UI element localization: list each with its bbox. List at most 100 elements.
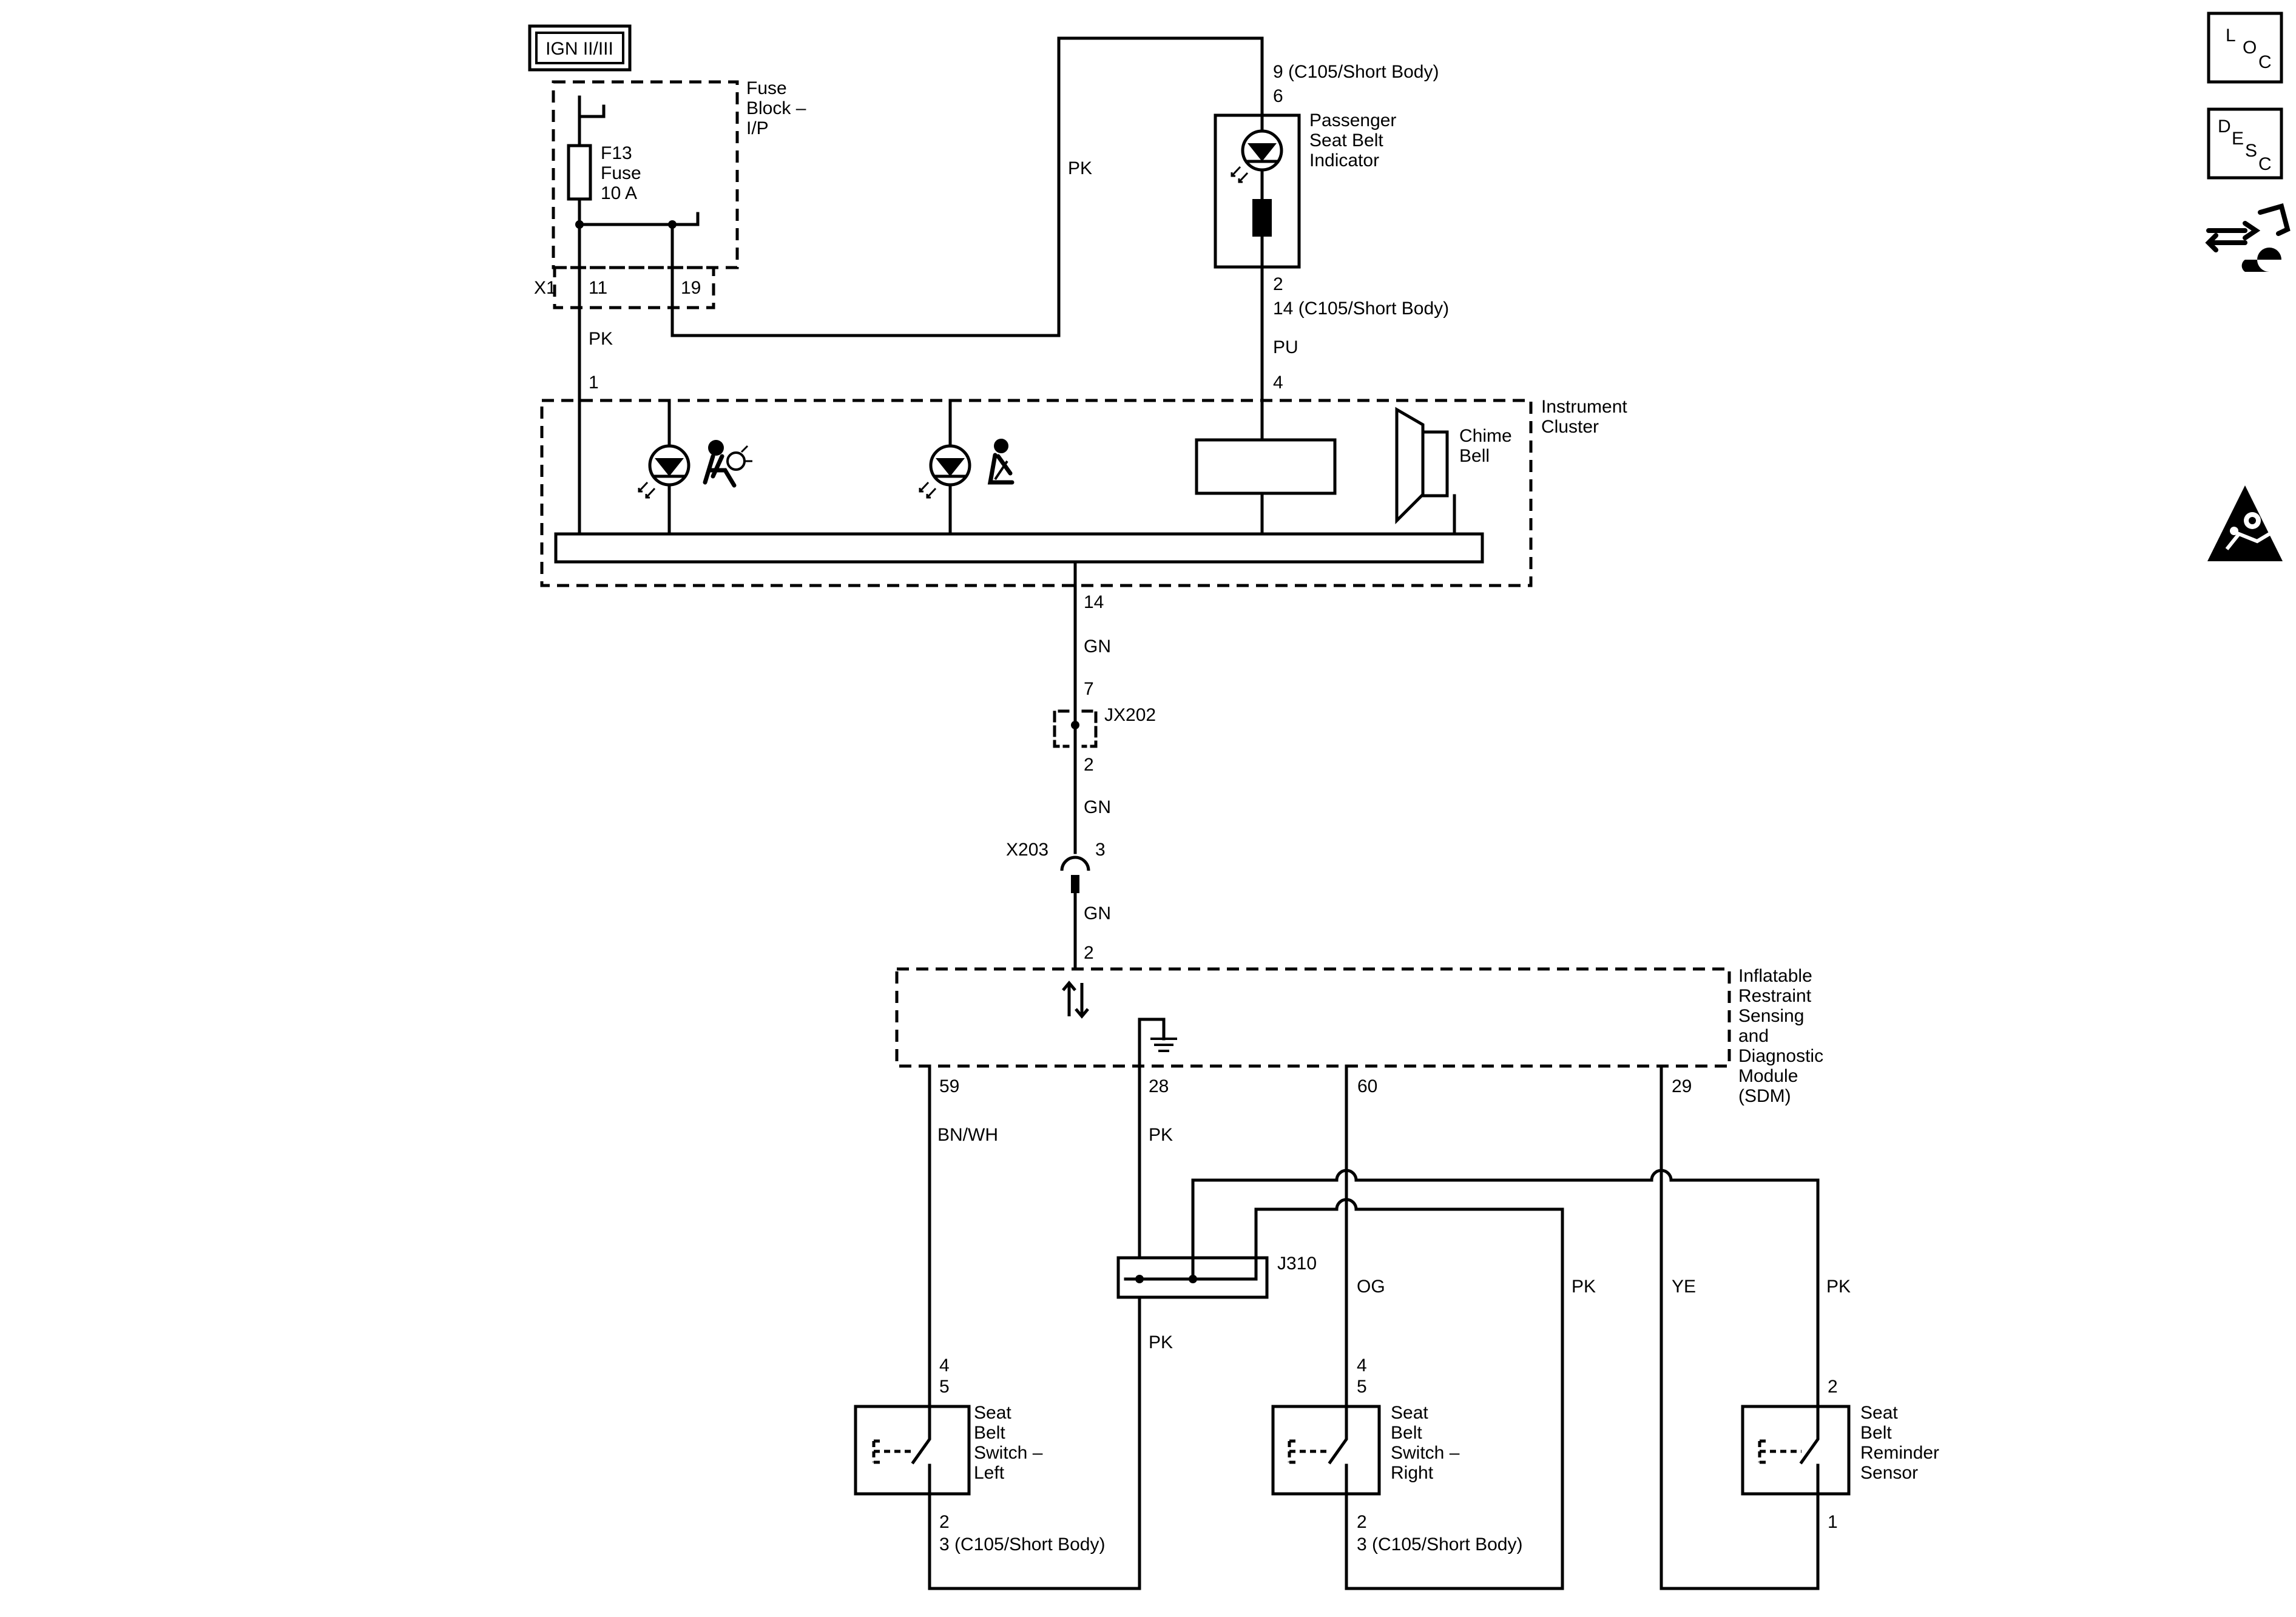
cluster-driver-module xyxy=(1195,438,1337,495)
right-switch-bottom-pin-2: 3 (C105/Short Body) xyxy=(1357,1534,1522,1555)
wire-pk-j310-to-right-switch[interactable] xyxy=(1254,1198,1564,1590)
jx202-label: JX202 xyxy=(1104,705,1156,725)
svg-text:D: D xyxy=(2218,116,2231,137)
fuse-block-connector-outline xyxy=(553,266,715,309)
chime-label-1: Chime xyxy=(1459,426,1512,446)
connector-x203[interactable]: X203 3 xyxy=(1006,840,1106,893)
indicator-led-icon xyxy=(1231,129,1283,183)
airbag-lamp-led-icon xyxy=(638,444,690,499)
chime-bell-icon xyxy=(1395,407,1449,525)
connector-repair-icon[interactable] xyxy=(2205,203,2291,272)
right-switch-top-pin-2: 5 xyxy=(1357,1377,1367,1397)
sdm-label-6: Module xyxy=(1738,1066,1798,1086)
airbag-symbol-icon xyxy=(703,440,752,488)
x203-label: X203 xyxy=(1006,840,1048,860)
sdm-label-4: and xyxy=(1738,1026,1769,1046)
wire-pk-right-loop-label: PK xyxy=(1572,1277,1596,1297)
jx202-node xyxy=(1071,721,1079,729)
seat-belt-switch-right[interactable]: 4 5 Seat Belt Switch – Right 2 3 (C105/S… xyxy=(1271,1355,1522,1555)
passenger-seat-belt-indicator[interactable]: 9 (C105/Short Body) 6 Passenger Seat Bel… xyxy=(1214,62,1449,319)
seat-belt-switch-left[interactable]: 4 5 Seat Belt Switch – Left 2 3 (C105/Sh… xyxy=(854,1355,1105,1555)
fuse-block-title-3: I/P xyxy=(746,118,769,138)
left-switch-label-2: Belt xyxy=(974,1423,1005,1443)
cluster-label-2: Cluster xyxy=(1541,417,1599,437)
wire-pk-28-label: PK xyxy=(1149,1125,1173,1145)
right-switch-label-1: Seat xyxy=(1391,1403,1428,1423)
right-switch-label-3: Switch – xyxy=(1391,1443,1460,1463)
fuse-label-3: 10 A xyxy=(601,183,637,203)
svg-text:S: S xyxy=(2245,141,2257,161)
indicator-label-3: Indicator xyxy=(1309,150,1379,170)
fuse-label-1: F13 xyxy=(601,143,632,163)
sdm-pin-28: 28 xyxy=(1149,1076,1169,1096)
wire-ye-sdm-to-reminder-sensor[interactable] xyxy=(1660,1064,1820,1590)
bidirectional-arrows-icon xyxy=(1062,981,1089,1019)
seatbelt-symbol-icon xyxy=(987,439,1015,485)
wire-ye-label: YE xyxy=(1672,1277,1696,1297)
splice-jx202[interactable]: 7 JX202 2 xyxy=(1053,679,1156,775)
left-switch-contact-icon xyxy=(872,1405,931,1496)
wire-pu-label: PU xyxy=(1273,337,1298,357)
seat-belt-reminder-sensor[interactable]: 2 Seat Belt Reminder Sensor 1 xyxy=(1741,1377,1939,1532)
airbag-warning-icon[interactable] xyxy=(2207,485,2283,561)
j310-label: J310 xyxy=(1277,1254,1317,1274)
indicator-label-2: Seat Belt xyxy=(1309,130,1383,150)
right-switch-top-pin-1: 4 xyxy=(1357,1355,1367,1376)
fuse-terminal-top xyxy=(578,104,606,118)
fuse-label-2: Fuse xyxy=(601,163,641,183)
reminder-bottom-pin: 1 xyxy=(1828,1512,1838,1532)
j310-node-left xyxy=(1135,1275,1144,1283)
location-icon[interactable]: L O C xyxy=(2207,12,2283,84)
cluster-bus-bar xyxy=(554,532,1484,564)
splice-j310[interactable]: J310 xyxy=(1116,1254,1317,1299)
fuse-block-title-1: Fuse xyxy=(746,78,787,98)
svg-text:E: E xyxy=(2232,129,2244,149)
ign-power-label[interactable]: IGN II/III xyxy=(528,24,632,72)
cluster-outline xyxy=(540,399,1533,587)
wire-pk-j310-to-reminder-sensor[interactable] xyxy=(1191,1169,1820,1408)
left-switch-label-1: Seat xyxy=(974,1403,1011,1423)
chime-label-2: Bell xyxy=(1459,446,1490,466)
sdm-pin-2: 2 xyxy=(1084,943,1094,963)
sdm-pin-29: 29 xyxy=(1672,1076,1692,1096)
right-switch-label-4: Right xyxy=(1391,1463,1434,1483)
fuse-f13-icon[interactable] xyxy=(567,144,592,201)
left-switch-bottom-pin-1: 2 xyxy=(939,1512,950,1532)
svg-text:C: C xyxy=(2258,52,2272,72)
sdm-pin-59: 59 xyxy=(939,1076,959,1096)
x203-male-icon xyxy=(1071,875,1079,893)
wire-pk-reminder-label: PK xyxy=(1826,1277,1851,1297)
instrument-cluster[interactable]: Instrument Cluster xyxy=(540,397,1627,587)
wire-pk-sdm-ground-to-left-switch[interactable] xyxy=(928,1018,1141,1590)
sdm-label-7: (SDM) xyxy=(1738,1086,1791,1106)
fuse-block-title-2: Block – xyxy=(746,98,806,118)
wire-gn-label-3: GN xyxy=(1084,903,1111,923)
wire-pk-label-top: PK xyxy=(1068,158,1092,178)
wire-pk-fuse-to-indicator[interactable] xyxy=(670,36,1264,337)
wire-bnwh-label: BN/WH xyxy=(937,1125,998,1145)
reminder-label-1: Seat xyxy=(1860,1403,1898,1423)
svg-text:O: O xyxy=(2243,38,2257,58)
seatbelt-lamp-led-icon xyxy=(919,444,971,499)
description-icon[interactable]: D E S C xyxy=(2207,107,2283,180)
reminder-contact-icon xyxy=(1758,1405,1820,1496)
reminder-label-3: Reminder xyxy=(1860,1443,1939,1463)
ground-icon xyxy=(1138,1018,1177,1052)
j310-bus xyxy=(1124,1256,1258,1281)
sdm-label-5: Diagnostic xyxy=(1738,1046,1823,1066)
left-switch-box xyxy=(854,1405,971,1496)
jx202-bracket xyxy=(1053,709,1098,748)
fuse-block-ip[interactable]: Fuse Block – I/P F13 Fuse 10 A X1 11 19 xyxy=(534,78,806,536)
reminder-top-pin: 2 xyxy=(1828,1377,1838,1397)
left-switch-top-pin-2: 5 xyxy=(939,1377,950,1397)
fuse-pin-19: 19 xyxy=(681,278,701,298)
wire-gn-label-1: GN xyxy=(1084,636,1111,657)
sdm-pin-60: 60 xyxy=(1357,1076,1377,1096)
fuse-terminal-bottom xyxy=(670,212,700,226)
right-switch-bottom-pin-1: 2 xyxy=(1357,1512,1367,1532)
sdm-label-3: Sensing xyxy=(1738,1006,1804,1026)
cluster-pin-14: 14 xyxy=(1084,592,1104,612)
x203-female-icon xyxy=(1060,856,1090,871)
sdm-module[interactable]: Inflatable Restraint Sensing and Diagnos… xyxy=(895,966,1823,1106)
right-switch-label-2: Belt xyxy=(1391,1423,1422,1443)
